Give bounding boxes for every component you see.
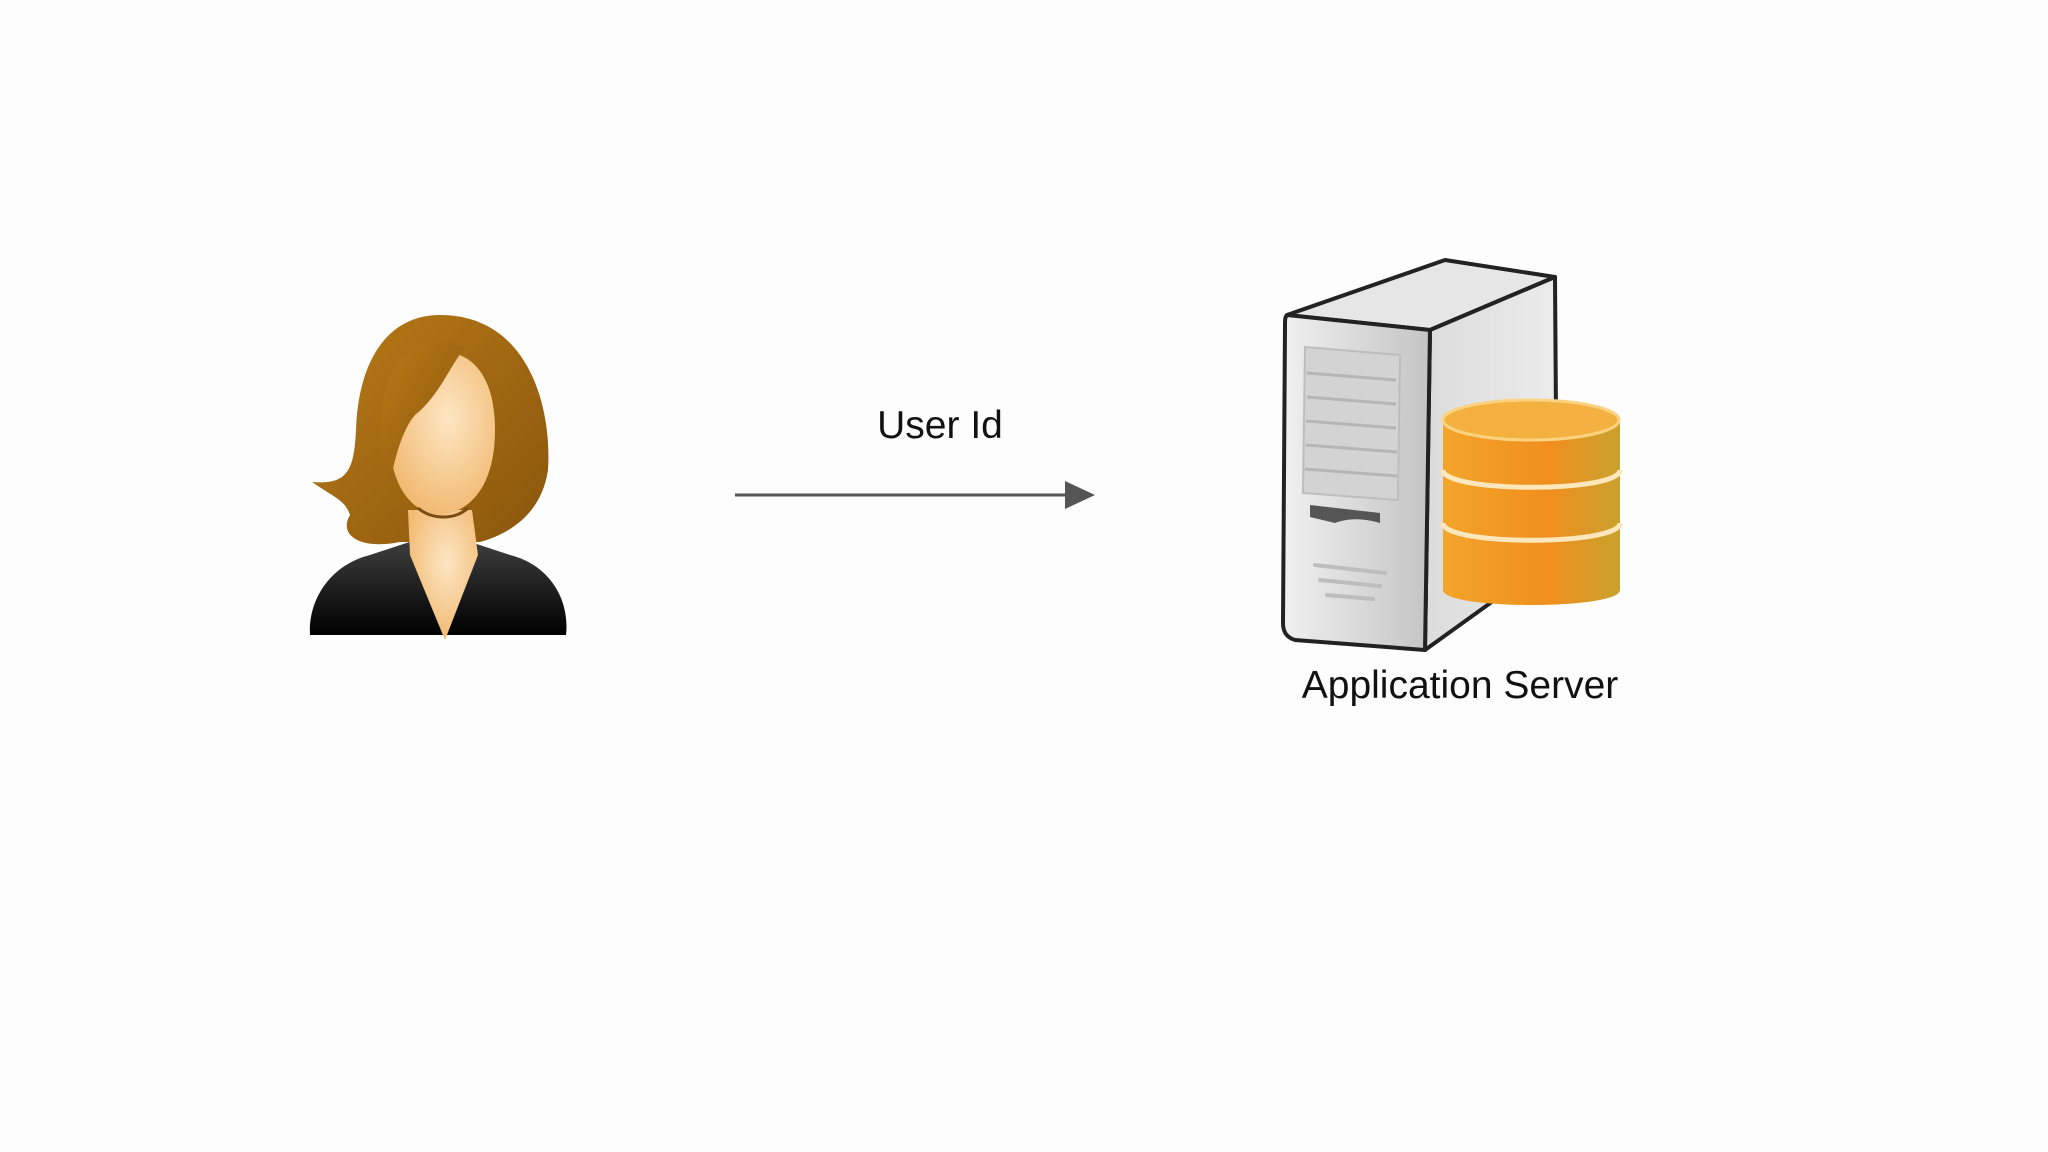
arrow-label: User Id <box>877 404 1003 447</box>
user-to-server-arrow <box>735 481 1095 509</box>
server-database-icon <box>1281 258 1623 652</box>
user-icon <box>309 315 567 640</box>
server-label: Application Server <box>1301 664 1619 707</box>
